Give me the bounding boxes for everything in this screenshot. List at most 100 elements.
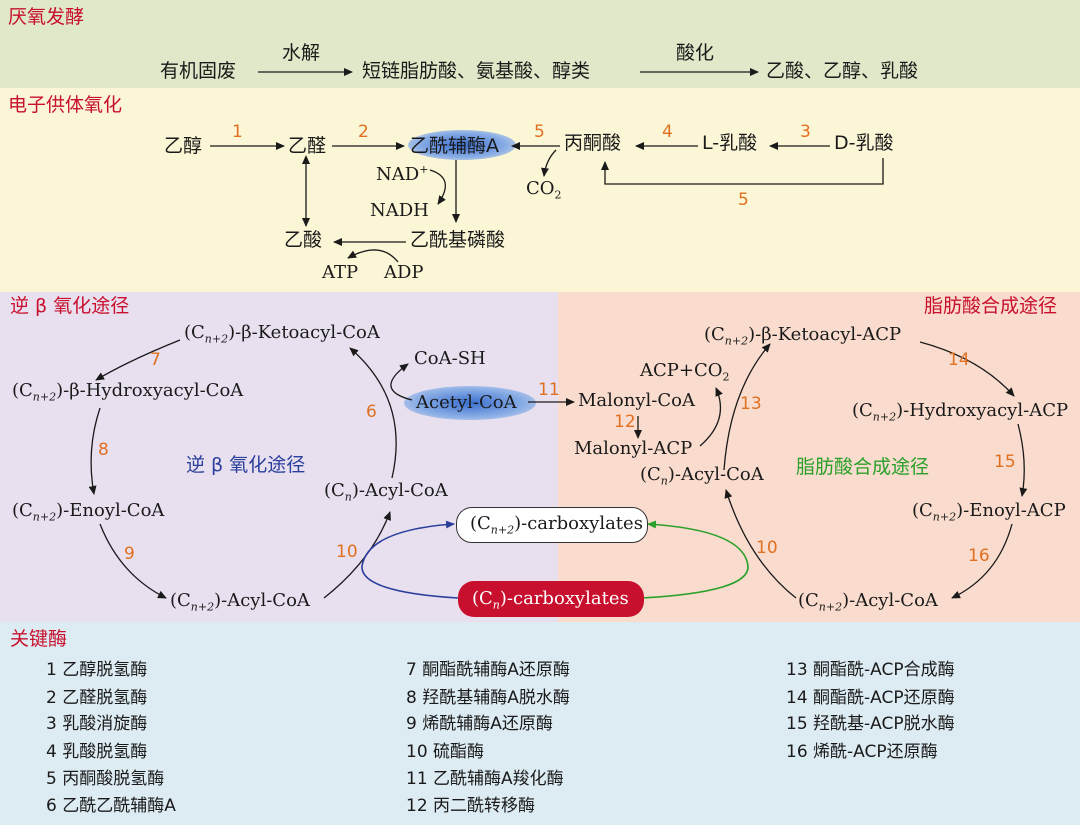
cn2-hydroxyacyl-acp: (Cn+2)-Hydroxyacyl-ACP xyxy=(852,400,1069,424)
nad-plus: NAD+ xyxy=(376,163,429,185)
enzyme-6: 6 乙酰乙酰辅酶A xyxy=(46,796,176,816)
arrow-green xyxy=(641,520,749,599)
cn2-ketoacyl-coa: (Cn+2)-β-Ketoacyl-CoA xyxy=(184,322,380,346)
arrow-coash xyxy=(390,363,413,401)
acetyl-phosphate: 乙酰基磷酸 xyxy=(410,229,506,251)
step-8: 8 xyxy=(98,440,109,460)
cn-carboxylates-box xyxy=(458,581,644,617)
arrow-adp-atp xyxy=(347,249,399,263)
enzyme-3: 3 乳酸消旋酶 xyxy=(46,714,148,734)
section-reverse-beta: 逆 β 氧化途径 xyxy=(10,295,130,317)
acetyl-coa-highlight xyxy=(408,130,516,160)
section-anaerobic: 厌氧发酵 xyxy=(8,6,85,28)
cn2-hydroxyacyl-coa: (Cn+2)-β-Hydroxyacyl-CoA xyxy=(12,380,244,404)
section-fatty-acid: 脂肪酸合成途径 xyxy=(924,295,1058,317)
acetyl-coa-cn: 乙酰辅酶A xyxy=(410,135,499,157)
fatty-acid-center-label: 脂肪酸合成途径 xyxy=(796,456,930,478)
step-5a: 5 xyxy=(534,122,545,142)
reverse-beta-center-label: 逆 β 氧化途径 xyxy=(186,454,306,476)
section-electron-donor: 电子供体氧化 xyxy=(8,94,123,116)
enzyme-4: 4 乳酸脱氢酶 xyxy=(46,742,148,762)
arrow-nad xyxy=(429,169,446,205)
enzyme-8: 8 羟酰基辅酶A脱水酶 xyxy=(406,688,570,708)
enzyme-1: 1 乙醇脱氢酶 xyxy=(46,660,148,680)
step-10-left: 10 xyxy=(336,542,358,562)
cn2-carboxylates-box xyxy=(456,507,648,543)
step-9: 9 xyxy=(124,544,135,564)
acidification-products: 乙酸、乙醇、乳酸 xyxy=(766,60,919,82)
arrow-7 xyxy=(95,339,181,381)
step-11: 11 xyxy=(538,380,560,400)
hydrolysis-products: 短链脂肪酸、氨基酸、醇类 xyxy=(362,60,591,82)
enzyme-16: 16 烯酰-ACP还原酶 xyxy=(786,742,938,762)
cn2-carboxylates: (Cn+2)-carboxylates xyxy=(470,513,643,537)
band-anaerobic xyxy=(0,0,1080,88)
cn-acyl-coa-right: (Cn)-Acyl-CoA xyxy=(640,464,764,488)
step-15: 15 xyxy=(994,452,1016,472)
step-1: 1 xyxy=(232,122,243,142)
enzyme-5: 5 丙酮酸脱氢酶 xyxy=(46,769,165,789)
cn2-acyl-coa-right: (Cn+2)-Acyl-CoA xyxy=(798,590,938,614)
step-5b: 5 xyxy=(738,190,749,210)
section-key-enzymes: 关键酶 xyxy=(10,628,68,650)
enzyme-12: 12 丙二酰转移酶 xyxy=(406,796,536,816)
cn2-enoyl-acp: (Cn+2)-Enoyl-ACP xyxy=(912,500,1066,524)
d-lactate: D-乳酸 xyxy=(834,132,894,154)
malonyl-coa: Malonyl-CoA xyxy=(578,390,695,411)
step-14: 14 xyxy=(948,350,970,370)
enzyme-14: 14 酮酯酰-ACP还原酶 xyxy=(786,688,955,708)
enzyme-2: 2 乙醛脱氢酶 xyxy=(46,688,148,708)
step-2: 2 xyxy=(358,122,369,142)
arrow-10-right xyxy=(724,489,797,599)
step-7: 7 xyxy=(150,350,161,370)
ethanol: 乙醇 xyxy=(164,135,203,157)
band-enzymes xyxy=(0,622,1080,825)
arrow-8 xyxy=(88,407,101,495)
arrow-9 xyxy=(99,523,167,599)
step-3: 3 xyxy=(800,122,811,142)
nadh: NADH xyxy=(370,200,429,221)
band-fatty-acid xyxy=(558,292,1080,622)
step-10-right: 10 xyxy=(756,538,778,558)
band-reverse-beta xyxy=(0,292,558,622)
arrow-13 xyxy=(699,387,723,447)
arrow-16 xyxy=(951,523,1013,599)
cn2-ketoacyl-acp: (Cn+2)-β-Ketoacyl-ACP xyxy=(704,324,902,348)
cn-acyl-coa-left: (Cn)-Acyl-CoA xyxy=(324,480,448,504)
enzyme-13: 13 酮酯酰-ACP合成酶 xyxy=(786,660,955,680)
arrow-13b xyxy=(723,343,771,471)
arrow-15 xyxy=(1017,423,1028,497)
acp-co2: ACP+CO2 xyxy=(640,360,730,384)
malonyl-acp: Malonyl-ACP xyxy=(574,438,693,459)
acetyl-coa-en: Acetyl-CoA xyxy=(416,392,517,413)
step-4: 4 xyxy=(662,122,673,142)
arrow-6 xyxy=(349,347,397,479)
acetaldehyde: 乙醛 xyxy=(288,135,327,157)
arrow-14 xyxy=(919,341,1015,397)
enzyme-9: 9 烯酰辅酶A还原酶 xyxy=(406,714,553,734)
cn2-acyl-coa-left: (Cn+2)-Acyl-CoA xyxy=(170,590,310,614)
pyruvate: 丙酮酸 xyxy=(564,132,622,154)
co2: CO2 xyxy=(526,178,562,202)
arrow-5b xyxy=(601,158,884,185)
band-oxidation xyxy=(0,88,1080,292)
enzyme-11: 11 乙酰辅酶A羧化酶 xyxy=(406,769,564,789)
acidification-label: 酸化 xyxy=(676,42,715,64)
enzyme-10: 10 硫酯酶 xyxy=(406,742,485,762)
step-6: 6 xyxy=(366,402,377,422)
coa-sh: CoA-SH xyxy=(414,348,486,369)
enzyme-7: 7 酮酯酰辅酶A还原酶 xyxy=(406,660,570,680)
cn2-enoyl-coa: (Cn+2)-Enoyl-CoA xyxy=(12,500,165,524)
enzyme-15: 15 羟酰基-ACP脱水酶 xyxy=(786,714,955,734)
cn-carboxylates: (Cn)-carboxylates xyxy=(472,588,629,612)
step-13: 13 xyxy=(740,394,762,414)
l-lactate: L-乳酸 xyxy=(702,132,758,154)
adp: ADP xyxy=(384,262,424,283)
step-12: 12 xyxy=(614,412,636,432)
organic-waste: 有机固废 xyxy=(160,60,237,82)
arrow-blue xyxy=(361,520,459,599)
step-16: 16 xyxy=(968,546,990,566)
acetate: 乙酸 xyxy=(284,229,323,251)
